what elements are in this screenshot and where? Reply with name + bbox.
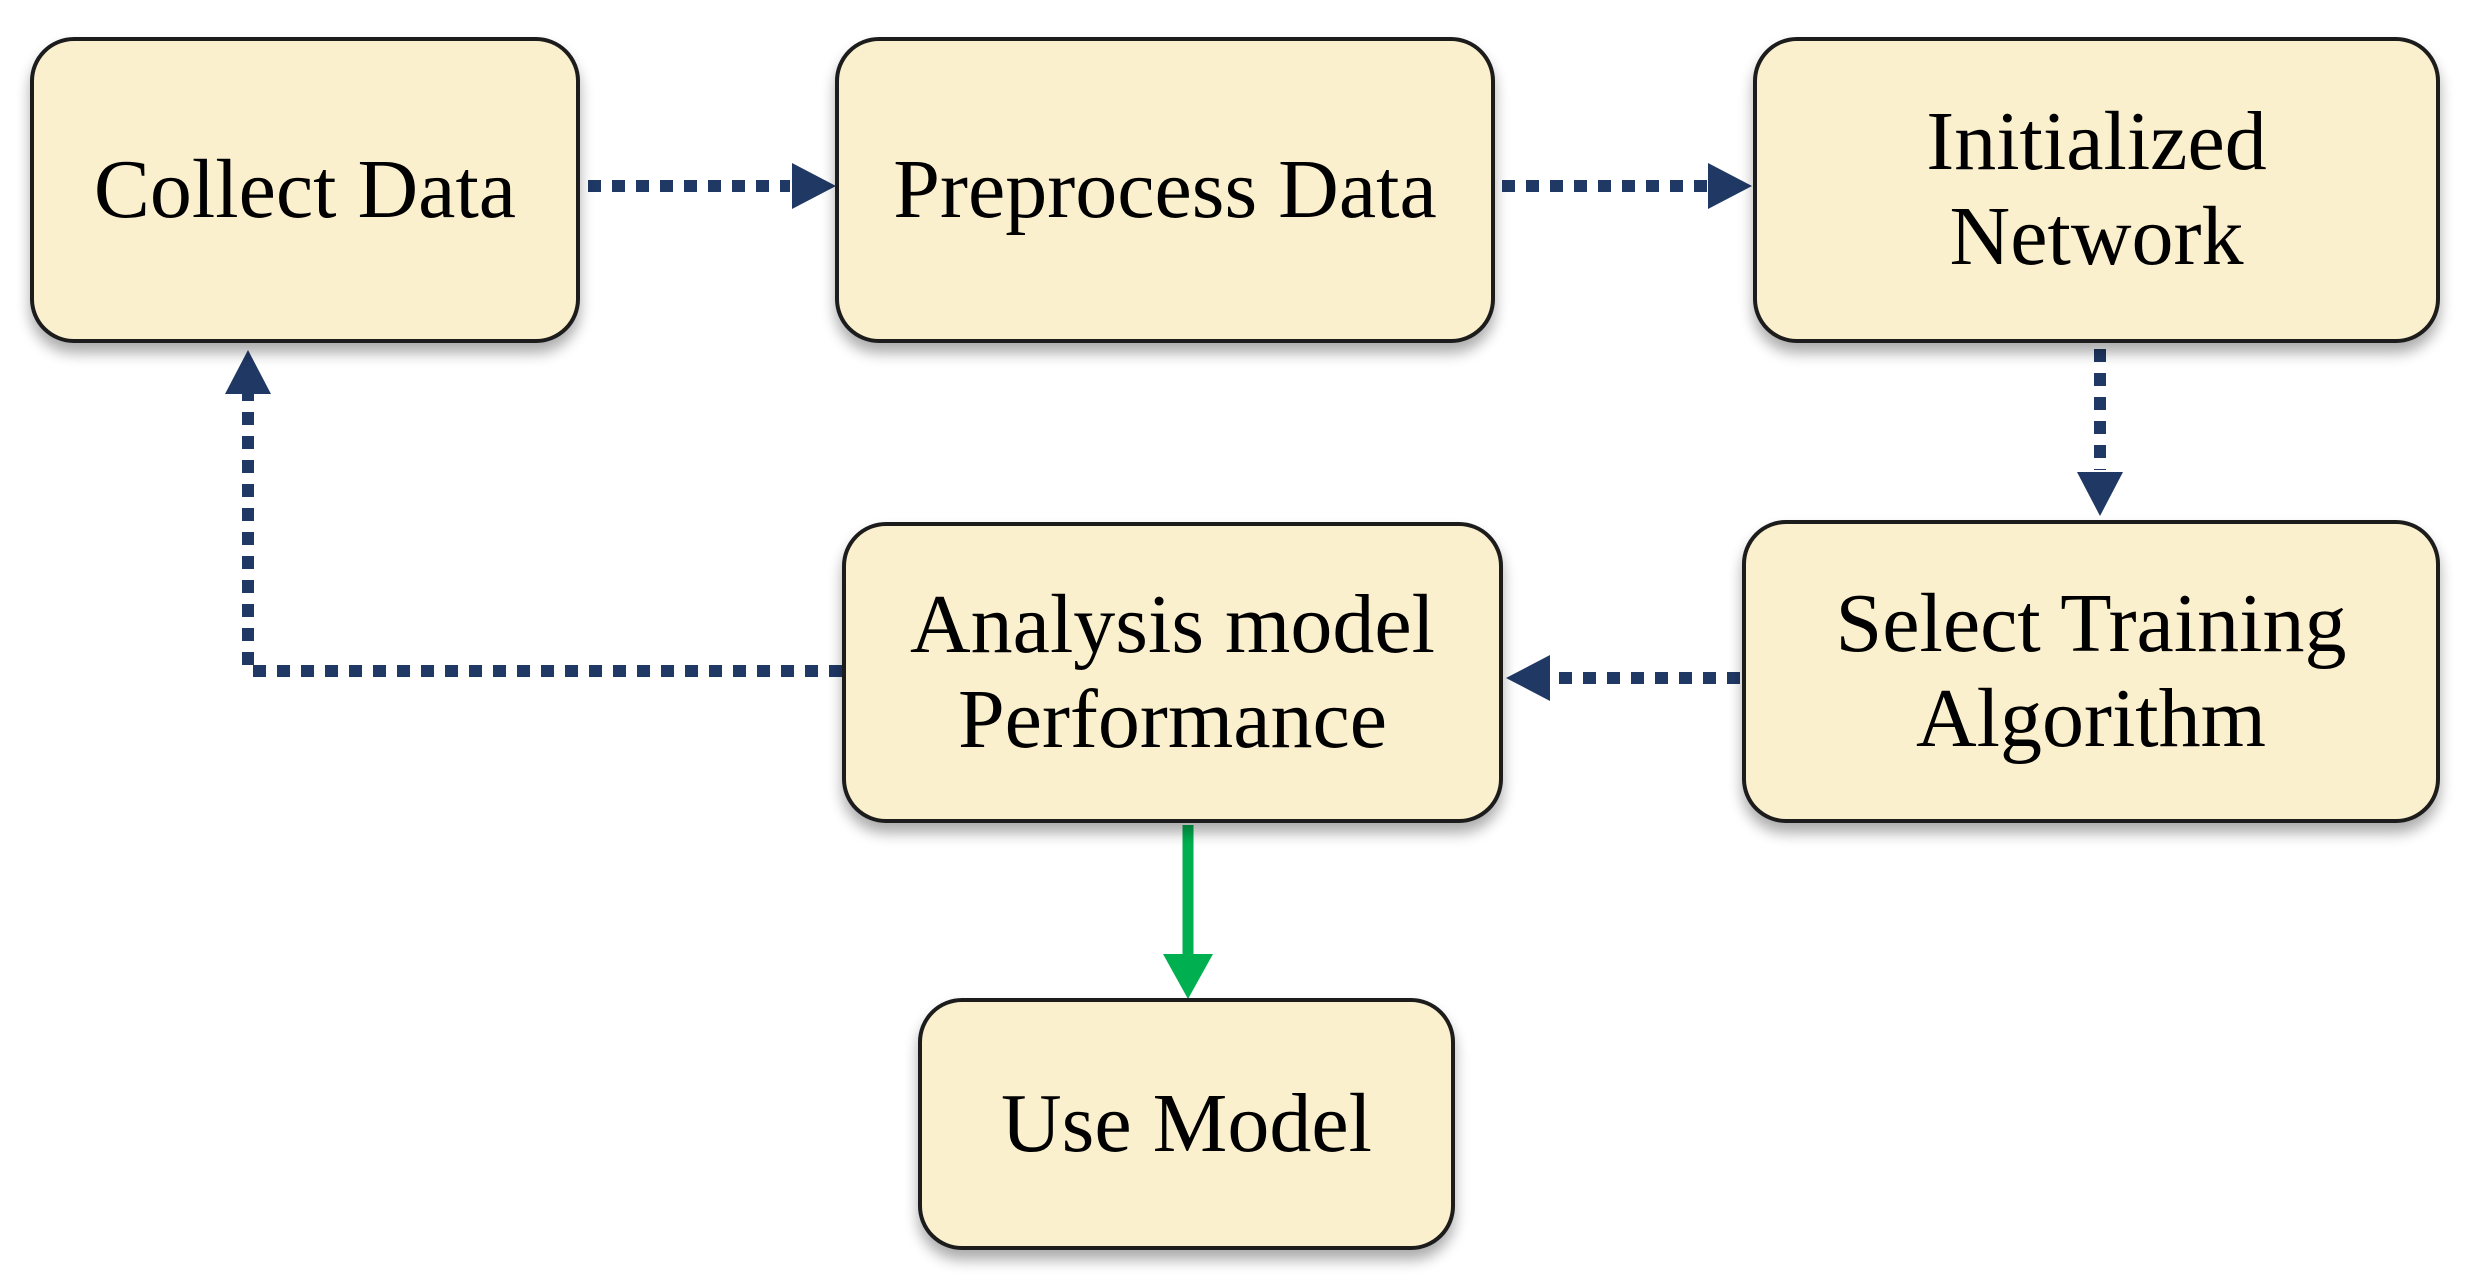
node-preprocess-data: Preprocess Data bbox=[835, 37, 1495, 343]
edge-preprocess-to-initialized-arrowhead-icon bbox=[1708, 163, 1752, 209]
node-select-training-algorithm-label: Select Training Algorithm bbox=[1835, 576, 2347, 765]
node-initialized-network: Initialized Network bbox=[1753, 37, 2440, 343]
edge-analysis-to-use bbox=[1163, 825, 1213, 999]
node-preprocess-data-label: Preprocess Data bbox=[893, 142, 1437, 236]
node-analysis-model-performance: Analysis model Performance bbox=[842, 522, 1503, 823]
node-initialized-network-label: Initialized Network bbox=[1926, 95, 2267, 283]
node-use-model: Use Model bbox=[918, 998, 1455, 1250]
edge-select-to-analysis bbox=[1506, 655, 1740, 701]
edge-analysis-to-collect bbox=[225, 350, 842, 677]
edge-analysis-to-collect-arrowhead-icon bbox=[225, 350, 271, 394]
node-select-training-algorithm: Select Training Algorithm bbox=[1742, 520, 2440, 823]
node-use-model-label: Use Model bbox=[1001, 1076, 1372, 1170]
edge-initialized-to-select-arrowhead-icon bbox=[2077, 472, 2123, 516]
edge-analysis-to-collect-line bbox=[242, 392, 842, 677]
edge-preprocess-to-initialized bbox=[1502, 163, 1752, 209]
edge-analysis-to-use-arrowhead-icon bbox=[1163, 954, 1213, 999]
node-collect-data-label: Collect Data bbox=[93, 142, 517, 236]
edge-select-to-analysis-arrowhead-icon bbox=[1506, 655, 1550, 701]
edge-initialized-to-select bbox=[2077, 349, 2123, 516]
edge-collect-to-preprocess bbox=[588, 163, 836, 209]
node-collect-data: Collect Data bbox=[30, 37, 580, 343]
node-analysis-model-performance-label: Analysis model Performance bbox=[910, 577, 1435, 766]
edge-collect-to-preprocess-arrowhead-icon bbox=[792, 163, 836, 209]
